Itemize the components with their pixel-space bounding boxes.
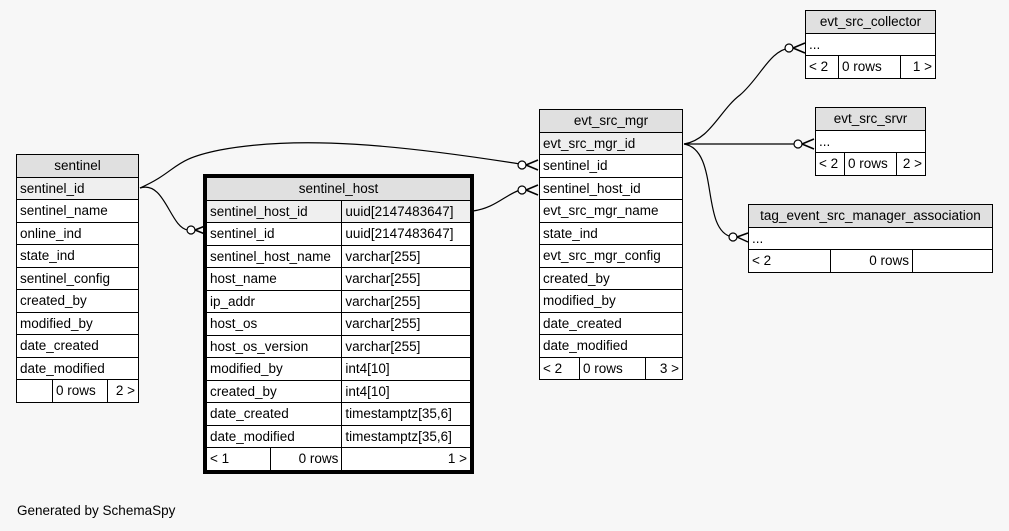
crowfoot-icon	[801, 138, 815, 150]
link-evt-src-mgr-to-collector	[683, 47, 791, 145]
crowfoot-icon	[736, 232, 749, 243]
row-count: 0 rows	[837, 55, 902, 79]
parents-link[interactable]: < 2	[539, 356, 580, 380]
children-link[interactable]: 1 >	[341, 447, 471, 471]
column[interactable]: date_modified	[539, 334, 683, 358]
column[interactable]: online_ind	[16, 221, 139, 245]
column-ellipsis: ...	[815, 129, 926, 153]
column[interactable]: sentinel_id	[539, 154, 683, 178]
column[interactable]: modified_by	[16, 311, 139, 335]
column[interactable]: evt_src_mgr_name	[539, 199, 683, 223]
column-evt-src-mgr-id[interactable]: evt_src_mgr_id	[539, 131, 683, 155]
row-count: 0 rows	[269, 447, 343, 471]
column[interactable]: date_created	[16, 334, 139, 358]
row-count: 0 rows	[51, 379, 109, 403]
table-evt-src-srvr[interactable]: evt_src_srvr ... < 2 0 rows 2 >	[814, 107, 927, 176]
parents-link[interactable]: < 2	[814, 152, 846, 176]
table-title[interactable]: tag_event_src_manager_association	[748, 204, 993, 228]
link-sentinel-to-sentinel-host	[139, 186, 189, 231]
children-link[interactable]: 2 >	[895, 152, 927, 176]
column-name[interactable]: created_by	[205, 379, 343, 403]
column[interactable]: state_ind	[16, 244, 139, 268]
column-type: varchar[255]	[341, 312, 471, 336]
crowfoot-icon	[792, 42, 806, 54]
table-title[interactable]: evt_src_srvr	[815, 107, 926, 131]
column[interactable]: evt_src_mgr_config	[539, 244, 683, 268]
table-evt-src-mgr[interactable]: evt_src_mgr evt_src_mgr_id sentinel_id s…	[539, 109, 683, 380]
column-type: varchar[255]	[341, 334, 471, 358]
column-name[interactable]: date_modified	[205, 424, 343, 448]
parents-link[interactable]: < 2	[748, 249, 831, 273]
parents-link[interactable]: < 2	[805, 55, 839, 79]
column-ellipsis: ...	[748, 226, 993, 250]
column[interactable]: sentinel_name	[16, 199, 139, 223]
column[interactable]: sentinel_host_id	[539, 176, 683, 200]
zero-many-icon	[728, 232, 738, 242]
zero-many-icon	[517, 185, 527, 195]
zero-many-icon	[784, 43, 794, 53]
link-sentinel-to-evt-src-mgr	[139, 142, 521, 189]
column-name[interactable]: host_name	[205, 267, 343, 291]
column-name[interactable]: date_created	[205, 402, 343, 426]
parents-link[interactable]	[16, 379, 53, 403]
column-name[interactable]: ip_addr	[205, 289, 343, 313]
crowfoot-icon	[525, 159, 539, 171]
column-name[interactable]: host_os_version	[205, 334, 343, 358]
zero-many-icon	[517, 160, 527, 170]
column-name[interactable]: host_os	[205, 312, 343, 336]
column-type: uuid[2147483647]	[341, 222, 471, 246]
column[interactable]: created_by	[16, 289, 139, 313]
table-tag-event-src-manager-association[interactable]: tag_event_src_manager_association ... < …	[748, 204, 993, 273]
column-type: uuid[2147483647]	[341, 199, 471, 223]
column-type: timestamptz[35,6]	[341, 424, 471, 448]
children-link[interactable]	[912, 249, 993, 273]
zero-many-icon	[186, 225, 196, 235]
link-sentinel-host-to-evt-src-mgr	[472, 189, 521, 212]
column[interactable]: sentinel_config	[16, 266, 139, 290]
column-name[interactable]: sentinel_host_id	[205, 199, 343, 223]
table-title[interactable]: evt_src_collector	[805, 10, 936, 34]
table-title[interactable]: evt_src_mgr	[539, 109, 683, 133]
column-name[interactable]: sentinel_host_name	[205, 244, 343, 268]
table-evt-src-collector[interactable]: evt_src_collector ... < 2 0 rows 1 >	[805, 10, 936, 79]
column[interactable]: created_by	[539, 266, 683, 290]
column-type: varchar[255]	[341, 289, 471, 313]
crowfoot-icon	[194, 225, 206, 235]
column[interactable]: date_created	[539, 311, 683, 335]
link-evt-src-mgr-to-tag-association	[683, 143, 733, 238]
column-type: varchar[255]	[341, 267, 471, 291]
table-title[interactable]: sentinel_host	[206, 177, 471, 201]
column-type: int4[10]	[341, 379, 471, 403]
children-link[interactable]: 3 >	[645, 356, 683, 380]
column-type: varchar[255]	[341, 244, 471, 268]
column-name[interactable]: sentinel_id	[205, 222, 343, 246]
column-name[interactable]: modified_by	[205, 357, 343, 381]
table-title[interactable]: sentinel	[16, 154, 139, 178]
generated-by-label: Generated by SchemaSpy	[17, 503, 176, 518]
column[interactable]: date_modified	[16, 356, 139, 380]
column[interactable]: state_ind	[539, 221, 683, 245]
column-ellipsis: ...	[805, 32, 936, 56]
children-link[interactable]: 2 >	[107, 379, 139, 403]
crowfoot-icon	[525, 184, 539, 196]
row-count: 0 rows	[578, 356, 647, 380]
children-link[interactable]: 1 >	[900, 55, 936, 79]
column-sentinel-id[interactable]: sentinel_id	[16, 176, 139, 200]
column-type: timestamptz[35,6]	[341, 402, 471, 426]
parents-link[interactable]: < 1	[206, 447, 271, 471]
column-type: int4[10]	[341, 357, 471, 381]
row-count: 0 rows	[844, 152, 897, 176]
table-sentinel[interactable]: sentinel sentinel_id sentinel_name onlin…	[16, 154, 139, 403]
column[interactable]: modified_by	[539, 289, 683, 313]
zero-many-icon	[793, 139, 803, 149]
row-count: 0 rows	[830, 249, 913, 273]
